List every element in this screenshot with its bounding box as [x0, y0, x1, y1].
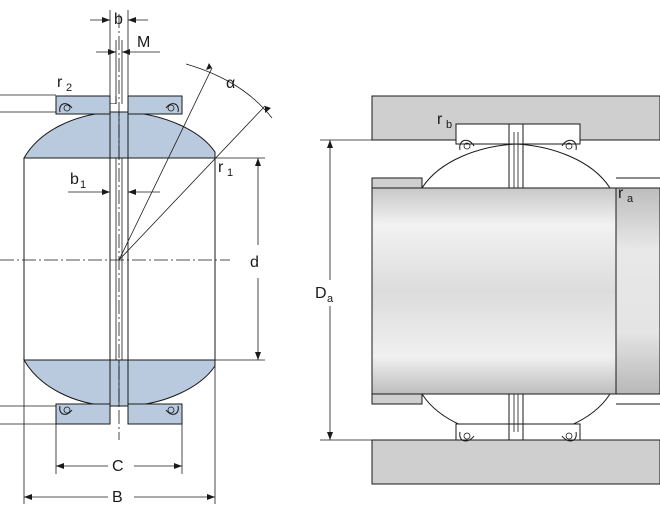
label-r1: r: [218, 159, 224, 176]
outer-ring-bottom-left: [23, 359, 111, 407]
outer-ring-top-left: [23, 111, 111, 159]
shaft-end: [615, 187, 660, 395]
label-r2-sub: 2: [66, 82, 72, 94]
right-mounting-section: [320, 95, 660, 485]
outer-ring-bottom-right: [127, 359, 216, 407]
label-big-b: B: [112, 489, 123, 506]
label-ra: r: [618, 185, 624, 202]
label-ra-sub: a: [627, 193, 634, 205]
label-r2: r: [57, 74, 63, 91]
label-da-sub: a: [327, 293, 334, 305]
shaft: [371, 187, 617, 395]
label-c: C: [112, 458, 124, 475]
label-alpha: α: [226, 75, 235, 92]
label-r1-sub: 1: [227, 167, 233, 179]
label-da: D: [315, 285, 327, 302]
label-b: b: [114, 11, 123, 28]
left-bearing-section: [0, 10, 273, 504]
label-rb: r: [437, 111, 443, 128]
label-m: M: [137, 34, 150, 51]
label-rb-sub: b: [446, 119, 452, 131]
label-b1-sub: 1: [80, 179, 86, 191]
bearing-top: [421, 143, 611, 189]
label-b1: b: [70, 171, 79, 188]
label-d: d: [250, 254, 259, 271]
